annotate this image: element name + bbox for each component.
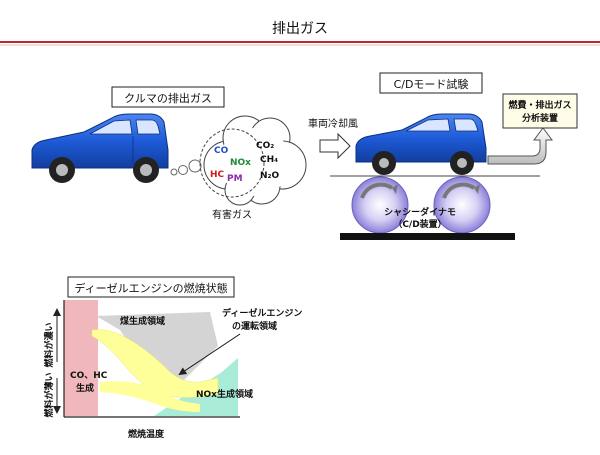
harmful-gas-label: 有害ガス — [212, 208, 252, 221]
operating-callout-arrow-icon — [178, 333, 241, 376]
gas-nox: NOx — [230, 158, 251, 168]
harmful-gas-group — [199, 128, 265, 198]
car-icon — [31, 113, 169, 183]
diesel-label-box — [67, 276, 235, 298]
y-label-lean: 燃料が薄い — [43, 372, 55, 417]
cooling-wind-label: 車両冷却風 — [308, 117, 358, 130]
test-car-icon — [355, 113, 487, 175]
nox-region — [154, 358, 238, 416]
dyno-label-line2: （C/D装置） — [393, 218, 446, 230]
soot-region — [96, 312, 218, 384]
co-hc-region — [64, 300, 98, 416]
cd-test-label: C/Dモード試験 — [394, 77, 469, 91]
operating-region — [91, 329, 219, 398]
cooling-wind-arrow-icon — [319, 132, 351, 160]
car-exhaust-label: クルマの排出ガス — [124, 91, 212, 105]
gas-ch4: CH₄ — [260, 155, 278, 165]
operating-label-line2: の運転領域 — [232, 320, 277, 332]
analyzer-label-line1: 燃費・排出ガス — [508, 99, 571, 111]
co-hc-label-line2: 生成 — [76, 382, 94, 394]
page-title: 排出ガス — [272, 21, 328, 37]
exhaust-pipe-icon — [487, 127, 553, 165]
car-exhaust-label-box — [111, 86, 225, 108]
analyzer-box — [502, 93, 578, 129]
gas-pm: PM — [227, 174, 243, 184]
soot-region-label: 煤生成領域 — [120, 315, 165, 327]
y-label-rich: 燃料が濃い — [43, 322, 55, 367]
x-axis-label: 燃焼温度 — [128, 428, 165, 440]
exhaust-puff — [170, 168, 178, 176]
dyno-base — [340, 233, 515, 240]
operating-label-line1: ディーゼルエンジン — [222, 307, 302, 319]
operating-region-lower — [100, 381, 200, 412]
exhaust-puff — [188, 159, 202, 173]
analyzer-label-line2: 分析装置 — [522, 112, 558, 124]
gas-co2: CO₂ — [256, 141, 274, 151]
exhaust-cloud-icon — [203, 115, 307, 206]
exhaust-puff — [178, 165, 188, 175]
gas-co: CO — [214, 146, 229, 156]
cd-test-label-box — [379, 72, 483, 94]
gas-n2o: N₂O — [260, 171, 279, 181]
dyno-label-line1: シャシーダイナモ — [384, 206, 456, 218]
gas-hc: HC — [210, 170, 225, 180]
co-hc-label-line1: CO、HC — [70, 371, 108, 381]
diesel-label: ディーゼルエンジンの燃焼状態 — [74, 281, 227, 295]
nox-region-label: NOx生成領域 — [196, 388, 253, 400]
